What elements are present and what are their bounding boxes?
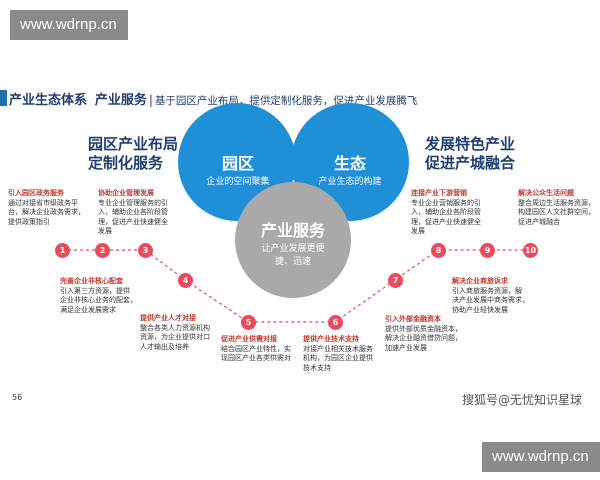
note-business-line3: 协助产业轻快发展: [452, 305, 508, 314]
note-2-line4: 发展: [98, 227, 112, 235]
note-2-title: 协助企业管理发展: [98, 189, 154, 197]
right-heading: 发展特色产业 促进产城融合: [425, 135, 515, 173]
note-1-line3: 提供政策指引: [8, 217, 50, 226]
title-accent-bar: [0, 90, 7, 106]
note-6-title: 促进产业供需对接: [221, 335, 277, 343]
node-marker-3: 3: [138, 243, 153, 258]
page-number: 56: [12, 393, 23, 402]
service-label: 产业服务 让产业发展更便 捷、迅速: [243, 217, 343, 267]
eco-title: 生态: [333, 154, 366, 173]
park-label: 园区 企业的空间聚集: [188, 150, 288, 187]
note-5-line2: 资源，为企业提供对口: [140, 333, 210, 341]
note-2-line2: 入，辅助企业各阶段管: [98, 208, 168, 216]
node-marker-4: 4: [178, 273, 193, 288]
note-7-line1: 对接产业相关技术服务: [303, 344, 373, 353]
title-main: 产业生态体系: [9, 93, 88, 108]
note-4: 完善企业非核心配套 引入第三方资源，提供 企业非核心业务的配套， 满足企业发展需…: [60, 277, 160, 315]
note-9: 解决公众生活问题 整合周边生活服务资源， 构建园区人文社群空间， 促进产城融合: [518, 189, 598, 227]
note-finance: 引入外部金融资本 提供外部优质金融资本， 解决企业融资借贷问题， 加速产业发展: [385, 315, 485, 353]
note-8-line1: 专业企业营销服务的引: [411, 198, 481, 207]
left-heading-line1: 园区产业布局: [88, 135, 179, 153]
note-1-line1: 通过对接省市级政务平: [8, 198, 78, 207]
watermark-top: www.wdrnp.cn: [10, 10, 128, 40]
note-8-line4: 发展: [411, 227, 425, 235]
node-marker-10: 10: [523, 243, 538, 258]
node-marker-8: 8: [431, 243, 446, 258]
note-7: 提供产业技术支持 对接产业相关技术服务 机构，为园区企业提供 技术支持: [303, 335, 391, 373]
right-heading-line2: 促进产城融合: [425, 154, 516, 172]
title-separator: |: [148, 93, 153, 107]
note-9-line1: 整合周边生活服务资源，: [518, 198, 595, 207]
note-1-line2: 台，解决企业政务需求，: [8, 208, 85, 216]
title-sub: 产业服务: [94, 93, 147, 108]
note-6: 促进产业供需对接 结合园区产业特性，实 现园区产业各类供需对: [221, 335, 311, 364]
note-7-title: 提供产业技术支持: [303, 335, 359, 343]
note-5-line1: 整合各类人力资源机构: [140, 323, 210, 332]
service-desc-1: 让产业发展更便: [261, 244, 325, 254]
eco-desc: 产业生态的构建: [318, 177, 382, 187]
service-title: 产业服务: [260, 221, 325, 240]
note-7-line3: 技术支持: [303, 363, 331, 372]
eco-label: 生态 产业生态的构建: [300, 150, 400, 187]
note-4-title: 完善企业非核心配套: [60, 277, 123, 285]
note-1: 引入园区政务服务 通过对接省市级政务平 台，解决企业政务需求， 提供政策指引: [8, 189, 98, 227]
note-9-line3: 促进产城融合: [518, 217, 560, 226]
right-heading-line1: 发展特色产业: [425, 135, 516, 153]
note-8: 连接产业下游营销 专业企业营销服务的引 入，辅助企业各阶段管 理，促进产业快速健…: [411, 189, 506, 237]
left-heading: 园区产业布局 定制化服务: [88, 135, 178, 173]
note-5-line3: 人才输出及培养: [140, 342, 189, 351]
note-5-title: 提供产业人才对接: [140, 314, 196, 322]
note-9-title: 解决公众生活问题: [518, 189, 574, 197]
note-1-title: 引入园区政务服务: [8, 189, 64, 197]
node-marker-1: 1: [55, 243, 70, 258]
note-business: 解决企业商旅诉求 引入商旅服务资源，解 决产业发展中商务需求， 协助产业轻快发展: [452, 277, 552, 315]
note-2-line1: 专业企业管理服务的引: [98, 198, 168, 207]
note-6-line1: 结合园区产业特性，实: [221, 344, 291, 353]
note-8-line3: 理，促进产业快速健全: [411, 217, 481, 226]
note-8-title: 连接产业下游营销: [411, 189, 467, 197]
note-business-line1: 引入商旅服务资源，解: [452, 286, 522, 295]
source-credit: 搜狐号@无忧知识星球: [462, 393, 583, 407]
note-4-line3: 满足企业发展需求: [60, 305, 116, 314]
node-marker-7: 7: [388, 273, 403, 288]
note-2: 协助企业管理发展 专业企业管理服务的引 入，辅助企业各阶段管 理，促进产业快速健…: [98, 189, 188, 237]
left-heading-line2: 定制化服务: [88, 154, 164, 172]
node-marker-2: 2: [95, 243, 110, 258]
note-finance-line1: 提供外部优质金融资本，: [385, 324, 462, 333]
node-marker-6: 6: [328, 315, 343, 330]
note-business-line2: 决产业发展中商务需求，: [452, 296, 529, 304]
note-7-line2: 机构，为园区企业提供: [303, 354, 373, 362]
service-desc-2: 捷、迅速: [274, 257, 311, 267]
note-6-line2: 现园区产业各类供需对: [221, 354, 291, 362]
note-finance-title: 引入外部金融资本: [385, 315, 441, 323]
park-desc: 企业的空间聚集: [206, 177, 270, 187]
note-9-line2: 构建园区人文社群空间，: [518, 208, 595, 216]
watermark-bottom: www.wdrnp.cn: [482, 442, 600, 472]
node-marker-5: 5: [241, 315, 256, 330]
note-8-line2: 入，辅助企业各阶段管: [411, 208, 481, 216]
note-5: 提供产业人才对接 整合各类人力资源机构 资源，为企业提供对口 人才输出及培养: [140, 314, 235, 352]
note-4-line1: 引入第三方资源，提供: [60, 286, 130, 295]
note-finance-line2: 解决企业融资借贷问题，: [385, 334, 462, 342]
note-4-line2: 企业非核心业务的配套，: [60, 296, 137, 304]
node-path: [62, 249, 530, 323]
note-finance-line3: 加速产业发展: [385, 343, 427, 352]
note-2-line3: 理，促进产业快速健全: [98, 217, 168, 226]
node-marker-9: 9: [480, 243, 495, 258]
service-circle: [235, 182, 351, 298]
note-business-title: 解决企业商旅诉求: [452, 277, 508, 285]
park-title: 园区: [221, 154, 254, 173]
